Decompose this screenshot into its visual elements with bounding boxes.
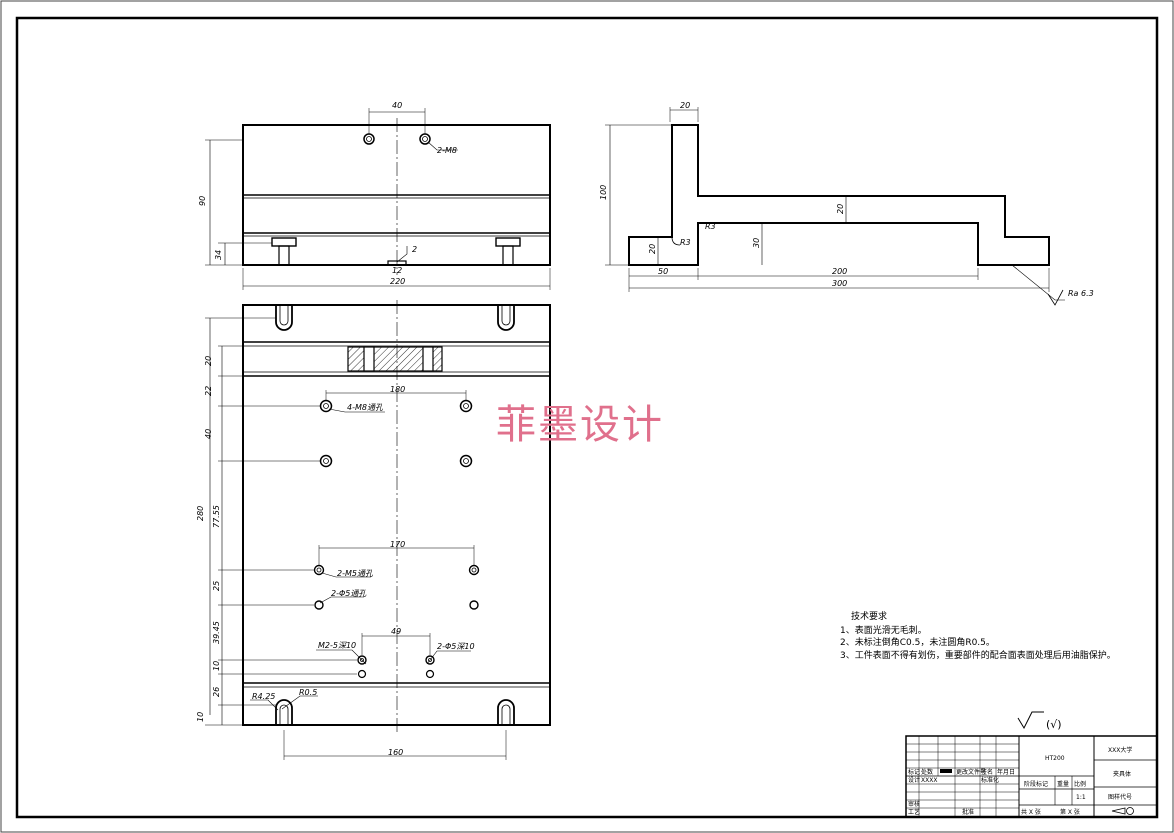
dim-front-40: 40 [392, 101, 402, 110]
dim-top-49: 49 [391, 627, 401, 636]
radius-r3-inner: R3 [680, 238, 691, 247]
dim-side-300: 300 [832, 279, 847, 288]
radius-r05: R0.5 [299, 688, 317, 697]
dim-side-30: 30 [752, 238, 761, 248]
dim-front-34: 34 [214, 250, 223, 260]
tb-approve-label: 批准 [962, 808, 974, 816]
front-view [205, 108, 551, 290]
tb-weight-label: 重量 [1057, 780, 1069, 788]
tb-process-label: 工艺 [908, 808, 920, 816]
label-2-m8: 2-M8 [437, 146, 457, 155]
tb-school: XXX大学 [1108, 746, 1132, 754]
dim-top-22: 22 [204, 386, 213, 396]
roughness-ra63: Ra 6.3 [1068, 289, 1094, 298]
dim-top-160: 160 [388, 748, 403, 757]
dim-side-100: 100 [599, 185, 608, 200]
radius-r425: R4.25 [252, 692, 275, 701]
watermark: 菲墨设计 [496, 402, 664, 448]
top-view [205, 300, 551, 760]
label-2-m5: 2-M5通孔 [337, 569, 374, 578]
tb-sheet-no: 第 X 张 [1060, 808, 1080, 816]
dim-top-170: 170 [390, 540, 405, 549]
tb-material: HT200 [1045, 755, 1065, 762]
tb-review-label: 审核 [908, 800, 920, 808]
tech-req-title: 技术要求 [851, 610, 887, 622]
dim-top-26: 26 [212, 687, 221, 697]
title-block [905, 735, 1158, 818]
dim-side-rib-20: 20 [836, 204, 845, 214]
dim-front-12: 12 [392, 266, 402, 275]
tb-standard-label: 标准化 [981, 776, 999, 784]
label-m2-5: M2-5深10 [318, 641, 356, 650]
roughness-general-symbol [1017, 711, 1044, 730]
tb-sign-label: 签名 [981, 768, 993, 776]
dim-top-280: 280 [196, 506, 205, 521]
tb-date-label: 年月日 [997, 768, 1015, 776]
label-2-phi5-deep: 2-Φ5深10 [437, 642, 475, 651]
dim-top-25: 25 [212, 581, 221, 591]
label-2-phi5: 2-Φ5通孔 [331, 589, 367, 598]
dim-front-90: 90 [198, 196, 207, 206]
dim-side-200: 200 [832, 267, 847, 276]
side-view [605, 107, 1065, 306]
roughness-general-text: (√) [1046, 718, 1062, 731]
dim-front-2: 2 [412, 245, 417, 254]
tb-marker-label: 标记 [908, 768, 920, 776]
tb-stage-label: 阶段标记 [1024, 780, 1048, 788]
dim-top-10: 10 [212, 661, 221, 671]
tb-change-label: 更改文件号 [956, 768, 986, 776]
dim-side-50: 50 [658, 267, 668, 276]
dim-top-3945: 39.45 [212, 621, 221, 644]
dim-side-20b: 20 [648, 244, 657, 254]
drawing-frame [15, 16, 1159, 819]
dim-top-bottom-10: 10 [196, 712, 205, 722]
tb-scale-label: 比例 [1074, 780, 1086, 788]
dim-top-180: 180 [390, 385, 405, 394]
tech-req-item-1: 1、表面光滑无毛刺。 [840, 624, 927, 636]
tech-req-item-3: 3、工件表面不得有划伤，重要部件的配合面表面处理后用油脂保护。 [840, 649, 1116, 661]
dim-top-20: 20 [204, 356, 213, 366]
tb-sheet-total: 共 X 张 [1021, 808, 1041, 816]
dim-top-7755: 77.55 [212, 505, 221, 528]
dim-side-20: 20 [680, 101, 690, 110]
tb-designer: XXXX [921, 777, 937, 784]
dim-top-40: 40 [204, 429, 213, 439]
tb-designer-label: 设计 [908, 776, 920, 784]
tb-count-label: 处数 [921, 768, 933, 776]
tb-drawing-no: 图样代号 [1108, 793, 1132, 801]
label-4-m8: 4-M8通孔 [347, 403, 384, 412]
tb-scale: 1:1 [1076, 794, 1086, 801]
radius-r3-step: R3 [705, 222, 716, 231]
dim-front-220: 220 [390, 277, 405, 286]
tech-req-item-2: 2、未标注倒角C0.5，未注圆角R0.5。 [840, 636, 995, 648]
tb-part-name: 夹具体 [1113, 770, 1131, 778]
